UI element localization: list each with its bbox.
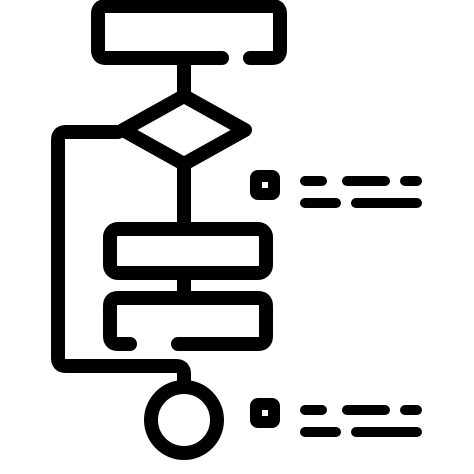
decision-diamond [116,89,252,171]
process-box-1 [103,222,273,280]
loop-connector [51,125,191,389]
process-box-2 [103,291,273,351]
terminal-circle [144,380,224,460]
legend-marker-2 [250,398,280,428]
top-process-box [91,0,287,65]
legend-marker-1 [250,170,280,200]
